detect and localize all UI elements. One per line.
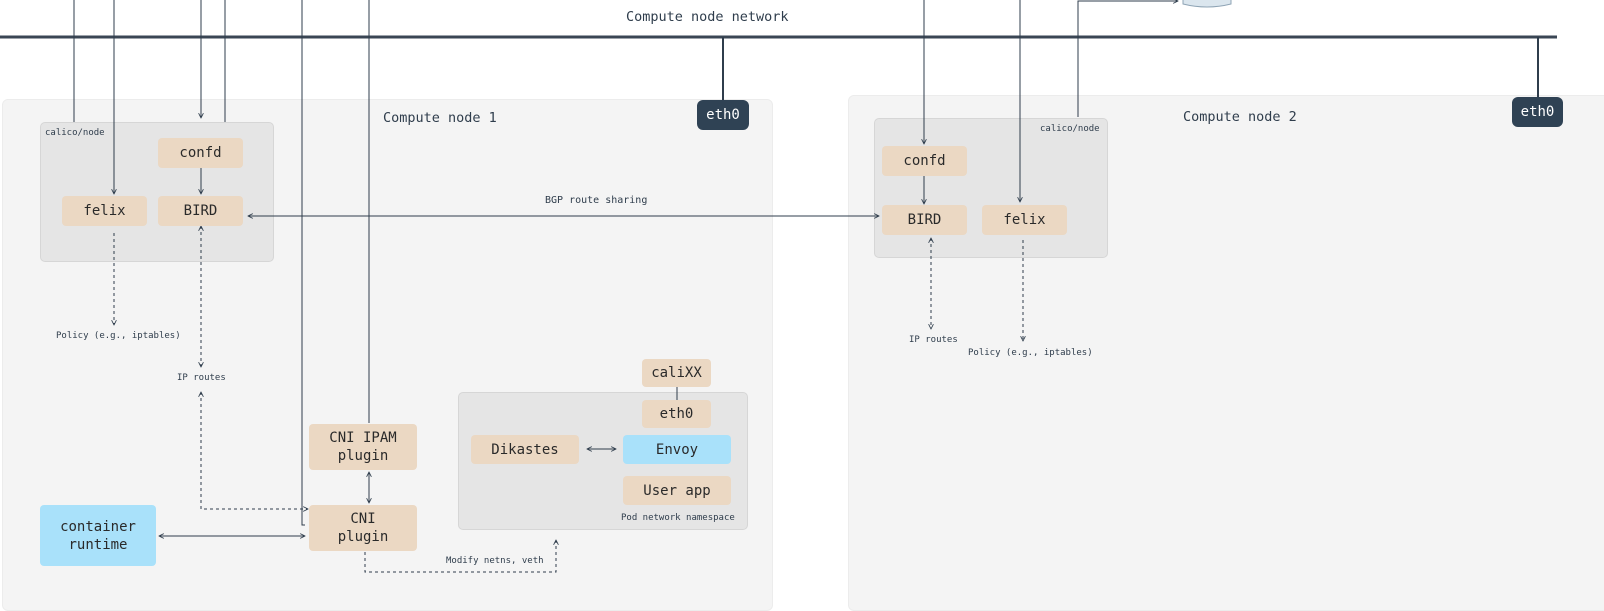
bgp-route-sharing-label: BGP route sharing bbox=[545, 195, 648, 206]
pod-eth0: eth0 bbox=[642, 400, 711, 428]
envoy: Envoy bbox=[623, 435, 731, 464]
compute-node-2-title: Compute node 2 bbox=[1183, 109, 1297, 125]
cni-ipam-plugin: CNI IPAM plugin bbox=[309, 424, 417, 470]
calico-node-group-1 bbox=[40, 122, 274, 262]
node2-policy-label: Policy (e.g., iptables) bbox=[968, 348, 1093, 358]
node1-bird: BIRD bbox=[158, 196, 243, 226]
cni-plugin: CNI plugin bbox=[309, 505, 417, 551]
node1-confd: confd bbox=[158, 138, 243, 168]
node2-felix: felix bbox=[982, 205, 1067, 235]
container-runtime: container runtime bbox=[40, 505, 156, 566]
node1-eth0: eth0 bbox=[697, 100, 749, 130]
node1-ip-routes-label: IP routes bbox=[177, 373, 226, 383]
node1-group-label: calico/node bbox=[45, 128, 105, 138]
node2-group-label: calico/node bbox=[1040, 124, 1100, 134]
node2-confd: confd bbox=[882, 146, 967, 176]
compute-node-1-title: Compute node 1 bbox=[383, 110, 497, 126]
pod-network-namespace-label: Pod network namespace bbox=[621, 513, 735, 523]
node1-felix: felix bbox=[62, 196, 147, 226]
modify-netns-label: Modify netns, veth bbox=[446, 556, 544, 566]
node2-bird: BIRD bbox=[882, 205, 967, 235]
calixx-interface: caliXX bbox=[642, 359, 711, 387]
node1-policy-label: Policy (e.g., iptables) bbox=[56, 331, 181, 341]
node2-eth0: eth0 bbox=[1512, 97, 1563, 127]
user-app: User app bbox=[623, 476, 731, 505]
node2-ip-routes-label: IP routes bbox=[909, 335, 958, 345]
dikastes: Dikastes bbox=[471, 435, 579, 464]
network-label: Compute node network bbox=[626, 9, 789, 25]
